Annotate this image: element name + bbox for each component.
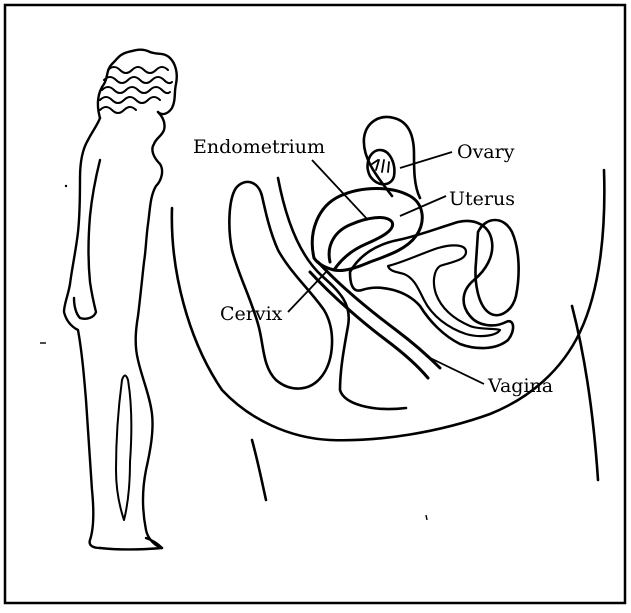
scan-speck — [65, 185, 67, 187]
woman-leg-gap — [116, 376, 131, 521]
right-thigh-curve — [572, 306, 598, 480]
rectum-shape — [229, 182, 332, 389]
posterior-wall — [278, 178, 406, 409]
bladder-inner — [388, 245, 500, 336]
vagina-wall-upper — [318, 262, 440, 368]
thigh-curve — [252, 440, 266, 500]
ovary-leader — [400, 152, 452, 168]
vagina-leader — [426, 356, 484, 384]
label-endometrium: Endometrium — [193, 136, 325, 158]
woman-body-front — [136, 112, 165, 548]
label-cervix: Cervix — [220, 303, 283, 325]
label-uterus: Uterus — [449, 188, 515, 210]
woman-silhouette — [64, 50, 177, 550]
pubic-bone — [476, 220, 519, 315]
label-ovary: Ovary — [457, 141, 515, 163]
label-vagina: Vagina — [487, 375, 553, 397]
scan-speck — [426, 515, 427, 520]
